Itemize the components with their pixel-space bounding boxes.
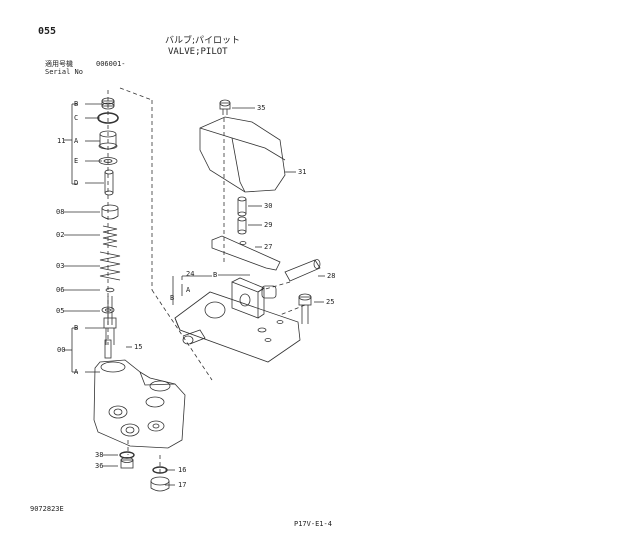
callout-35: 35 xyxy=(257,104,265,112)
part-C-oring xyxy=(97,112,119,124)
part-17-plug xyxy=(150,476,170,492)
serial-value: 006001- xyxy=(96,60,126,68)
callout-03: 03 xyxy=(56,262,64,270)
ref-label-B-side: B xyxy=(170,294,174,302)
callout-28: 28 xyxy=(327,272,335,280)
valve-casing xyxy=(93,359,186,449)
part-29-pin xyxy=(237,216,262,235)
serial-label-english: Serial No xyxy=(45,68,83,76)
ref-label-E: E xyxy=(74,157,78,165)
part-15-pin xyxy=(104,339,112,359)
callout-16: 16 xyxy=(178,466,186,474)
part-08-cap xyxy=(101,204,119,220)
callout-24: 24 xyxy=(186,270,194,278)
part-25-bolt xyxy=(298,293,324,324)
ref-label-B-right: B xyxy=(213,271,217,279)
part-bushing-small xyxy=(261,285,277,299)
ref-label-B-lower: B xyxy=(74,324,78,332)
title-japanese: バルブ;パイロット xyxy=(165,36,241,46)
part-D-pin xyxy=(104,169,114,196)
part-35-screw xyxy=(219,99,255,115)
assembly-guide-dashes xyxy=(107,87,306,475)
callout-11: 11 xyxy=(57,137,65,145)
callout-17: 17 xyxy=(178,481,186,489)
callout-06: 06 xyxy=(56,286,64,294)
part-B-cap xyxy=(101,97,115,110)
callout-27: 27 xyxy=(264,243,272,251)
callout-15: 15 xyxy=(134,343,142,351)
part-A-bushing xyxy=(98,130,118,150)
callout-38: 38 xyxy=(95,451,103,459)
callout-29: 29 xyxy=(264,221,272,229)
callout-05: 05 xyxy=(56,307,64,315)
part-38-oring xyxy=(119,451,135,459)
left-bracket-lines xyxy=(64,103,175,486)
part-28-shaft xyxy=(284,259,325,282)
ref-label-C: C xyxy=(74,114,78,122)
ref-label-A-right: A xyxy=(186,286,191,294)
callout-36: 36 xyxy=(95,462,103,470)
ref-label-D: D xyxy=(74,179,78,187)
part-24-plate-assembly xyxy=(174,277,301,363)
ref-label-A-top: A xyxy=(74,137,79,145)
callout-30: 30 xyxy=(264,202,272,210)
part-03-spring xyxy=(99,251,121,281)
callout-02: 02 xyxy=(56,231,64,239)
callout-25: 25 xyxy=(326,298,334,306)
right-callout-leaders xyxy=(172,274,250,305)
figure-number: 9072823E xyxy=(30,505,64,513)
part-27-plate xyxy=(211,235,281,271)
part-E-washer xyxy=(98,157,118,165)
callout-08: 08 xyxy=(56,208,64,216)
title-english: VALVE;PILOT xyxy=(168,47,228,57)
serial-label-japanese: 適用号機 xyxy=(45,60,73,68)
part-30-pin xyxy=(237,196,262,217)
part-31-boot-cover xyxy=(199,116,296,193)
ref-label-A-lower: A xyxy=(74,368,79,376)
part-00-spool xyxy=(103,296,117,345)
page-reference: P17V-E1-4 xyxy=(294,520,332,528)
part-36-plug xyxy=(120,457,134,469)
callout-00: 00 xyxy=(57,346,65,354)
callout-31: 31 xyxy=(298,168,306,176)
part-06-washer xyxy=(105,287,115,293)
ref-label-B-top: B xyxy=(74,100,78,108)
part-02-spring xyxy=(102,225,118,248)
callout-labels: B C 11 A E D 08 02 03 06 05 B 00 A 15 38… xyxy=(56,100,335,489)
part-16-oring xyxy=(152,466,168,474)
page-number: 055 xyxy=(38,26,57,37)
